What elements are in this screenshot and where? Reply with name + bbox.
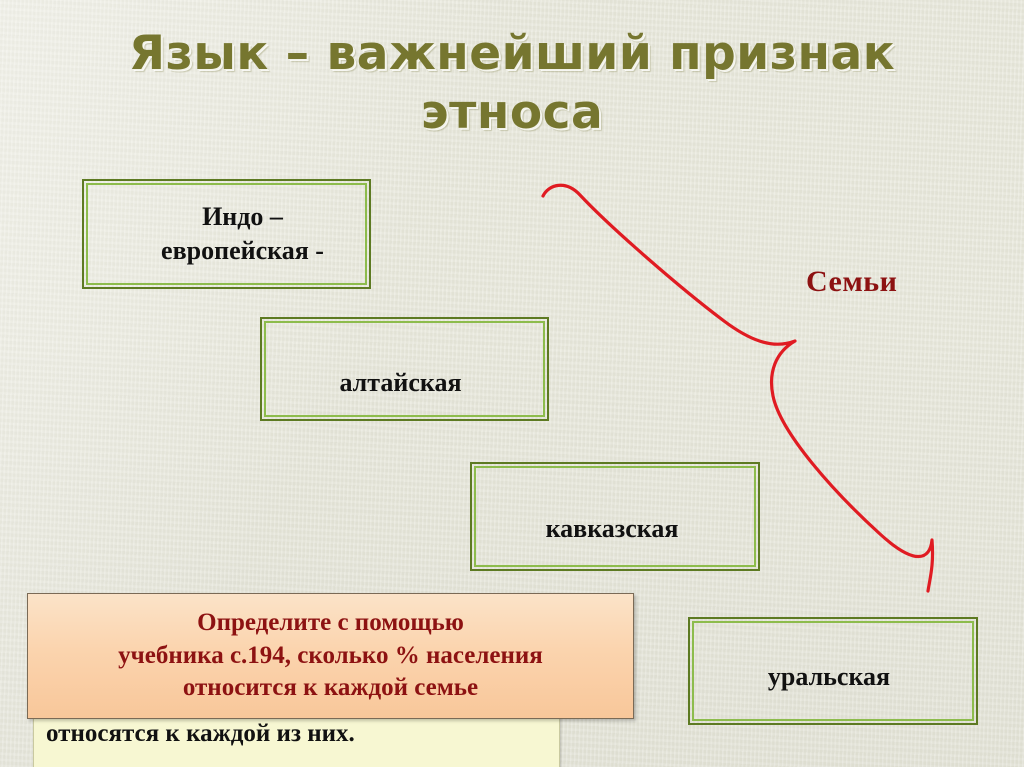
family-box-indo-european[interactable]: Индо – европейская -	[82, 179, 371, 289]
family-box-inner-frame: Индо – европейская -	[86, 183, 367, 285]
family-box-uralic[interactable]: уральская	[688, 617, 978, 725]
page-title: Язык – важнейший признак этноса	[128, 26, 896, 141]
note-box: относятся к каждой из них.	[33, 714, 560, 767]
note-box-text: относятся к каждой из них.	[46, 720, 355, 747]
family-box-label: уральская	[767, 662, 891, 692]
task-box-text: Определите с помощью учебника с.194, ско…	[118, 609, 543, 702]
family-box-label: Индо – европейская -	[161, 202, 324, 265]
families-caption: Семьи	[806, 265, 898, 298]
family-box-label: кавказская	[545, 513, 679, 543]
family-box-inner-frame: кавказская	[474, 466, 756, 567]
task-box: Определите с помощью учебника с.194, ско…	[27, 593, 634, 719]
family-box-inner-frame: алтайская	[264, 321, 545, 417]
family-box-altai[interactable]: алтайская	[260, 317, 549, 421]
family-box-inner-frame: уральская	[692, 621, 974, 721]
family-box-label: алтайская	[339, 368, 462, 398]
family-box-caucasian[interactable]: кавказская	[470, 462, 760, 571]
